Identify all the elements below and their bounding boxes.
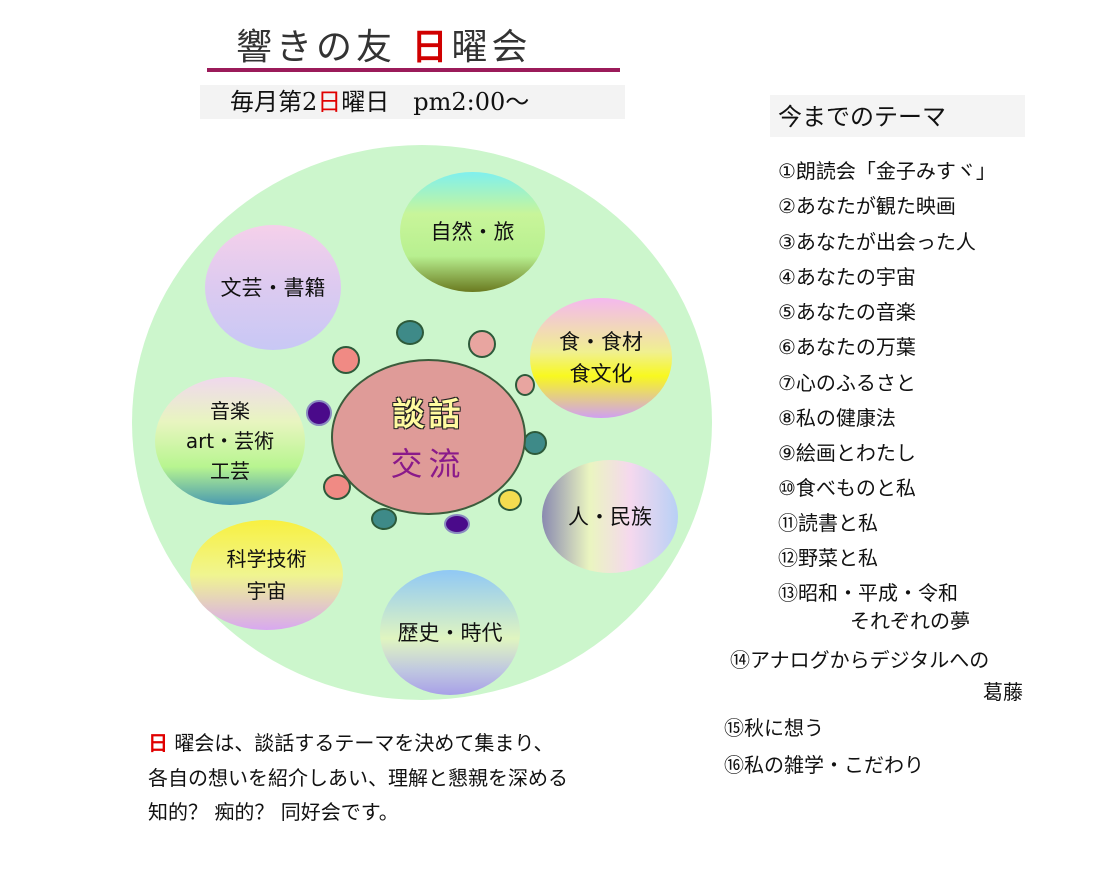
- center-label-exchange: 交流: [390, 445, 467, 483]
- page-title: 響きの友 日曜会: [236, 18, 532, 70]
- seat-dot: [306, 400, 332, 426]
- theme-item: ⑧私の健康法: [778, 406, 896, 430]
- theme-item: ③あなたが出会った人: [778, 230, 976, 254]
- seat-dot: [468, 330, 496, 358]
- description-line: 日 曜会は、談話するテーマを決めて集まり、: [148, 727, 554, 756]
- center-label-talk: 談話: [392, 395, 465, 433]
- theme-item: ⑬昭和・平成・令和: [778, 581, 958, 605]
- title-red-char: 日: [411, 26, 452, 68]
- theme-item: ⑥あなたの万葉: [778, 335, 916, 359]
- schedule-suffix: 曜日 pm2:00～: [341, 88, 530, 116]
- topic-food: 食・食材 食文化: [530, 298, 672, 418]
- topic-nature-travel: 自然・旅: [400, 172, 545, 292]
- themes-heading: 今までのテーマ: [770, 95, 1025, 137]
- schedule: 毎月第2日曜日 pm2:00～: [200, 85, 625, 119]
- theme-item: ⑫野菜と私: [778, 546, 878, 570]
- title-divider: [207, 68, 620, 72]
- theme-item-continuation: それぞれの夢: [850, 609, 970, 633]
- topic-history-era: 歴史・時代: [380, 570, 520, 695]
- topic-music-art: 音楽 art・芸術 工芸: [155, 377, 305, 505]
- theme-item: ⑯私の雑学・こだわり: [724, 753, 924, 777]
- seat-dot: [498, 489, 522, 511]
- seat-dot: [515, 374, 535, 396]
- description-line: 各自の想いを紹介しあい、理解と懇親を深める: [148, 766, 568, 790]
- center-circle: 談話 交流: [331, 359, 526, 515]
- theme-item: ⑦心のふるさと: [778, 371, 916, 395]
- title-suffix: 曜会: [451, 27, 532, 68]
- schedule-red-char: 日: [317, 88, 342, 116]
- theme-item: ②あなたが観た映画: [778, 194, 956, 218]
- theme-item: ①朗読会「金子みすヾ」: [778, 159, 996, 183]
- seat-dot: [396, 320, 424, 345]
- seat-dot: [371, 508, 397, 530]
- topic-science-space: 科学技術 宇宙: [190, 520, 343, 630]
- description-text: 曜会は、談話するテーマを決めて集まり、: [168, 731, 554, 755]
- theme-item: ⑨絵画とわたし: [778, 441, 916, 465]
- theme-item-continuation: 葛藤: [983, 680, 1023, 704]
- theme-item: ④あなたの宇宙: [778, 265, 916, 289]
- description-line: 知的？ 痴的？ 同好会です。: [148, 800, 399, 824]
- theme-item: ⑪読書と私: [778, 511, 878, 535]
- description-red-char: 日: [148, 731, 168, 755]
- topic-people-ethnicity: 人・民族: [542, 460, 678, 573]
- theme-item: ⑤あなたの音楽: [778, 300, 916, 324]
- theme-item: ⑮秋に想う: [724, 716, 824, 740]
- seat-dot: [444, 514, 470, 534]
- topic-literature-books: 文芸・書籍: [205, 225, 341, 350]
- title-prefix: 響きの友: [236, 27, 397, 68]
- schedule-prefix: 毎月第2: [230, 88, 318, 116]
- theme-item: ⑭アナログからデジタルへの: [730, 648, 990, 672]
- theme-item: ⑩食べものと私: [778, 476, 916, 500]
- seat-dot: [523, 431, 547, 455]
- seat-dot: [332, 346, 360, 374]
